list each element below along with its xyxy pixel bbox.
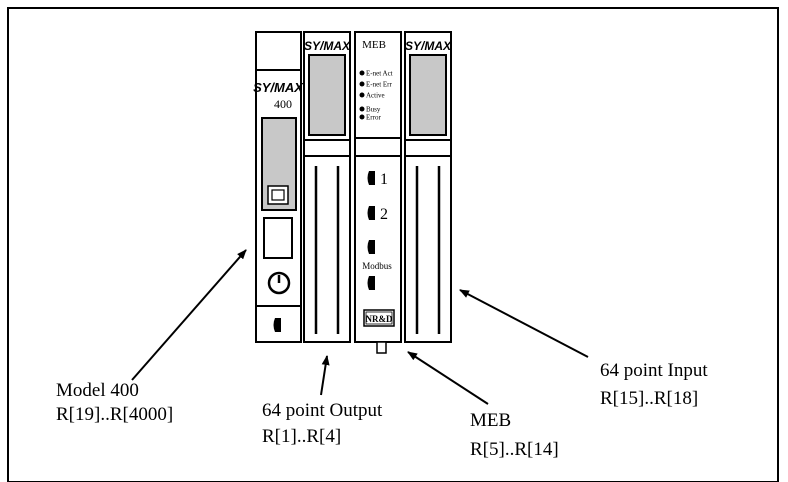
output-module: SY/MAX [303, 31, 351, 343]
cpu-key-switch-inner [271, 189, 285, 201]
led-icon [359, 70, 365, 76]
cpu-battery-door [263, 217, 293, 259]
meb-port-2-label: 2 [380, 206, 388, 223]
callout-output: 64 point Output R[1]..R[4] [262, 400, 383, 447]
callout-arrow-input [459, 289, 589, 358]
cpu-key-switch-outer [267, 185, 289, 205]
callout-model400-title: Model 400 [56, 380, 139, 401]
led-label: Error [366, 114, 381, 122]
callout-input-registers: R[15]..R[18] [600, 388, 698, 409]
led-label: E-net Err [366, 81, 393, 89]
input-module: SY/MAX [404, 31, 452, 343]
meb-modbus-label: Modbus [362, 261, 392, 271]
meb-title: MEB [362, 39, 386, 51]
meb-port-1-label: 1 [380, 171, 388, 188]
cpu-top-cover [255, 31, 302, 71]
cpu-comm-port-icon [273, 318, 281, 332]
led-label: E-net Act [366, 70, 393, 78]
meb-port-1-icon [367, 171, 375, 185]
callout-input-title: 64 point Input [600, 360, 708, 381]
cpu-module: SY/MAX 400 [253, 31, 304, 343]
callout-arrow-meb [407, 351, 489, 405]
cpu-mode-switch-icon [267, 271, 291, 295]
led-icon [359, 106, 365, 112]
callout-input: 64 point Input R[15]..R[18] [600, 360, 708, 409]
output-module-brand: SY/MAX [304, 39, 351, 53]
callout-model400: Model 400 R[19]..R[4000] [56, 380, 173, 425]
callout-output-title: 64 point Output [262, 400, 383, 421]
led-label: Active [366, 92, 385, 100]
led-icon [359, 114, 365, 120]
meb-modbus-port-icon [367, 276, 375, 290]
callout-meb: MEB R[5]..R[14] [470, 410, 559, 460]
meb-logo-text: NR&D [366, 314, 393, 324]
led-label: Busy [366, 106, 381, 114]
meb-led-panel: E-net Act E-net Err Active Busy Error [359, 70, 393, 122]
callout-meb-title: MEB [470, 410, 511, 431]
diagram-border [7, 7, 779, 482]
output-module-window [308, 54, 346, 136]
callout-meb-registers: R[5]..R[14] [470, 439, 559, 460]
callout-output-registers: R[1]..R[4] [262, 426, 341, 447]
callout-model400-registers: R[19]..R[4000] [56, 404, 173, 425]
meb-module: MEB E-net Act E-net Err Active Busy Erro… [354, 31, 402, 354]
callout-arrow-output [320, 355, 330, 396]
input-module-brand: SY/MAX [405, 39, 452, 53]
cpu-model-number: 400 [274, 97, 292, 111]
cpu-brand: SY/MAX [253, 80, 304, 95]
meb-network-connector [376, 341, 387, 354]
callout-arrow-model400 [131, 249, 247, 381]
meb-logo-badge: NR&D [363, 309, 395, 327]
meb-port-2-icon [367, 206, 375, 220]
led-icon [359, 92, 365, 98]
input-module-window [409, 54, 447, 136]
meb-port-3-icon [367, 240, 375, 254]
meb-module-body [354, 31, 402, 343]
led-icon [359, 81, 365, 87]
